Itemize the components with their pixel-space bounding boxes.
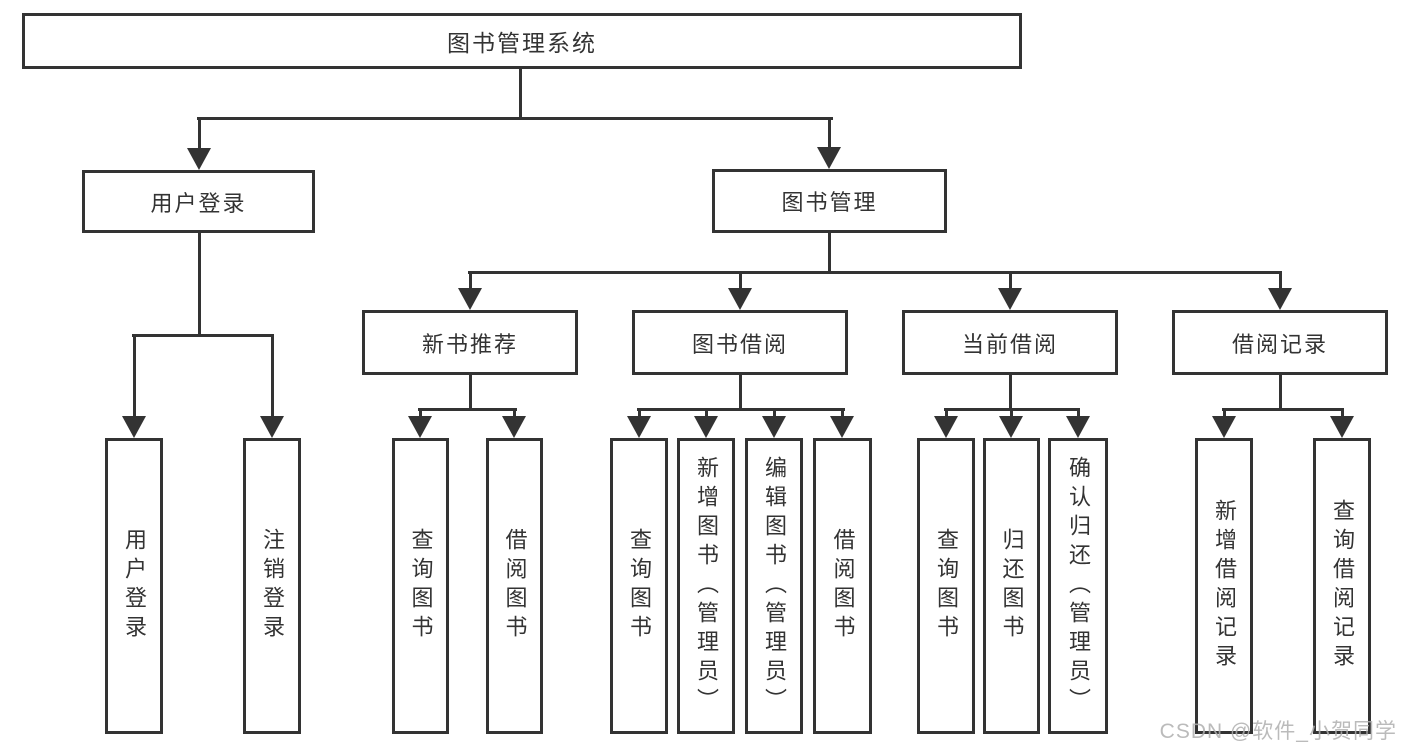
arrow-down-icon [999, 416, 1023, 438]
node-label: 查询图书 [934, 528, 959, 644]
connector-hline [468, 271, 1282, 274]
node-label: 确认归还（管理员） [1066, 455, 1091, 717]
node-label: 当前借阅 [961, 331, 1058, 357]
connector-vline [1341, 408, 1344, 416]
node-label: 图书借阅 [691, 331, 788, 357]
arrow-down-icon [934, 416, 958, 438]
arrow-down-icon [830, 416, 854, 438]
connector-vline [828, 117, 831, 150]
arrow-down-icon [260, 416, 284, 438]
arrow-down-icon [408, 416, 432, 438]
node-label: 查询图书 [408, 528, 434, 644]
connector-vline [705, 408, 708, 416]
connector-vline [945, 408, 948, 416]
arrow-down-icon [694, 416, 718, 438]
arrow-down-icon [817, 147, 841, 169]
connector-vline [513, 408, 516, 416]
node-confirm-return-admin: 确认归还（管理员） [1048, 438, 1108, 734]
node-label: 编辑图书（管理员） [762, 455, 787, 717]
node-book-borrowing: 图书借阅 [632, 310, 848, 375]
node-borrow-books-recommend: 借阅图书 [486, 438, 543, 734]
node-label: 借阅图书 [830, 528, 856, 644]
connector-vline [519, 69, 522, 119]
arrow-down-icon [728, 288, 752, 310]
node-label: 图书管理 [781, 190, 878, 215]
node-label: 查询图书 [627, 528, 652, 644]
node-logout-login-leaf: 注销登录 [243, 438, 301, 734]
node-add-books-admin: 新增图书（管理员） [677, 438, 735, 734]
node-borrowing-records: 借阅记录 [1172, 310, 1388, 375]
node-library-management-system: 图书管理系统 [22, 13, 1022, 69]
connector-vline [271, 334, 274, 416]
connector-vline [1223, 408, 1226, 416]
connector-hline [418, 408, 517, 411]
node-current-borrowing: 当前借阅 [902, 310, 1118, 375]
node-label: 注销登录 [260, 528, 285, 644]
node-label: 新增借阅记录 [1212, 499, 1237, 673]
connector-hline [132, 334, 274, 337]
node-query-books-recommend: 查询图书 [392, 438, 449, 734]
connector-vline [198, 117, 201, 150]
node-label: 归还图书 [999, 528, 1025, 644]
node-label: 新书推荐 [421, 331, 518, 357]
node-label: 查询借阅记录 [1330, 499, 1355, 673]
connector-vline [1279, 375, 1282, 411]
connector-vline [739, 271, 742, 288]
connector-vline [773, 408, 776, 416]
connector-vline [469, 375, 472, 411]
arrow-down-icon [627, 416, 651, 438]
connector-vline [1077, 408, 1080, 416]
connector-vline [638, 408, 641, 416]
node-query-books-borrowing: 查询图书 [610, 438, 668, 734]
connector-vline [828, 233, 831, 274]
connector-vline [739, 375, 742, 411]
node-new-book-recommend: 新书推荐 [362, 310, 578, 375]
node-book-management: 图书管理 [712, 169, 947, 233]
arrow-down-icon [502, 416, 526, 438]
arrow-down-icon [187, 148, 211, 170]
connector-vline [1010, 408, 1013, 416]
node-edit-books-admin: 编辑图书（管理员） [745, 438, 803, 734]
connector-hline [1222, 408, 1344, 411]
node-label: 用户登录 [150, 190, 247, 216]
connector-vline [469, 271, 472, 288]
node-label: 图书管理系统 [447, 30, 597, 56]
node-user-login: 用户登录 [82, 170, 315, 233]
arrow-down-icon [1066, 416, 1090, 438]
connector-vline [419, 408, 422, 416]
arrow-down-icon [1330, 416, 1354, 438]
connector-hline [197, 117, 833, 120]
arrow-down-icon [122, 416, 146, 438]
connector-vline [841, 408, 844, 416]
connector-vline [198, 233, 201, 336]
node-label: 用户登录 [122, 528, 147, 644]
connector-vline [1009, 271, 1012, 288]
arrow-down-icon [458, 288, 482, 310]
node-return-books: 归还图书 [983, 438, 1040, 734]
watermark: CSDN @软件_小贺同学 [1159, 720, 1397, 743]
node-label: 新增图书（管理员） [694, 455, 719, 717]
node-user-login-leaf: 用户登录 [105, 438, 163, 734]
node-add-borrow-record: 新增借阅记录 [1195, 438, 1253, 734]
node-label: 借阅图书 [502, 528, 528, 644]
arrow-down-icon [762, 416, 786, 438]
node-query-borrow-record: 查询借阅记录 [1313, 438, 1371, 734]
node-label: 借阅记录 [1231, 331, 1328, 357]
arrow-down-icon [998, 288, 1022, 310]
connector-vline [1009, 375, 1012, 411]
connector-hline [637, 408, 845, 411]
connector-vline [133, 334, 136, 416]
arrow-down-icon [1268, 288, 1292, 310]
arrow-down-icon [1212, 416, 1236, 438]
connector-vline [1279, 271, 1282, 288]
node-query-books-current: 查询图书 [917, 438, 975, 734]
node-borrow-books-borrowing: 借阅图书 [813, 438, 872, 734]
